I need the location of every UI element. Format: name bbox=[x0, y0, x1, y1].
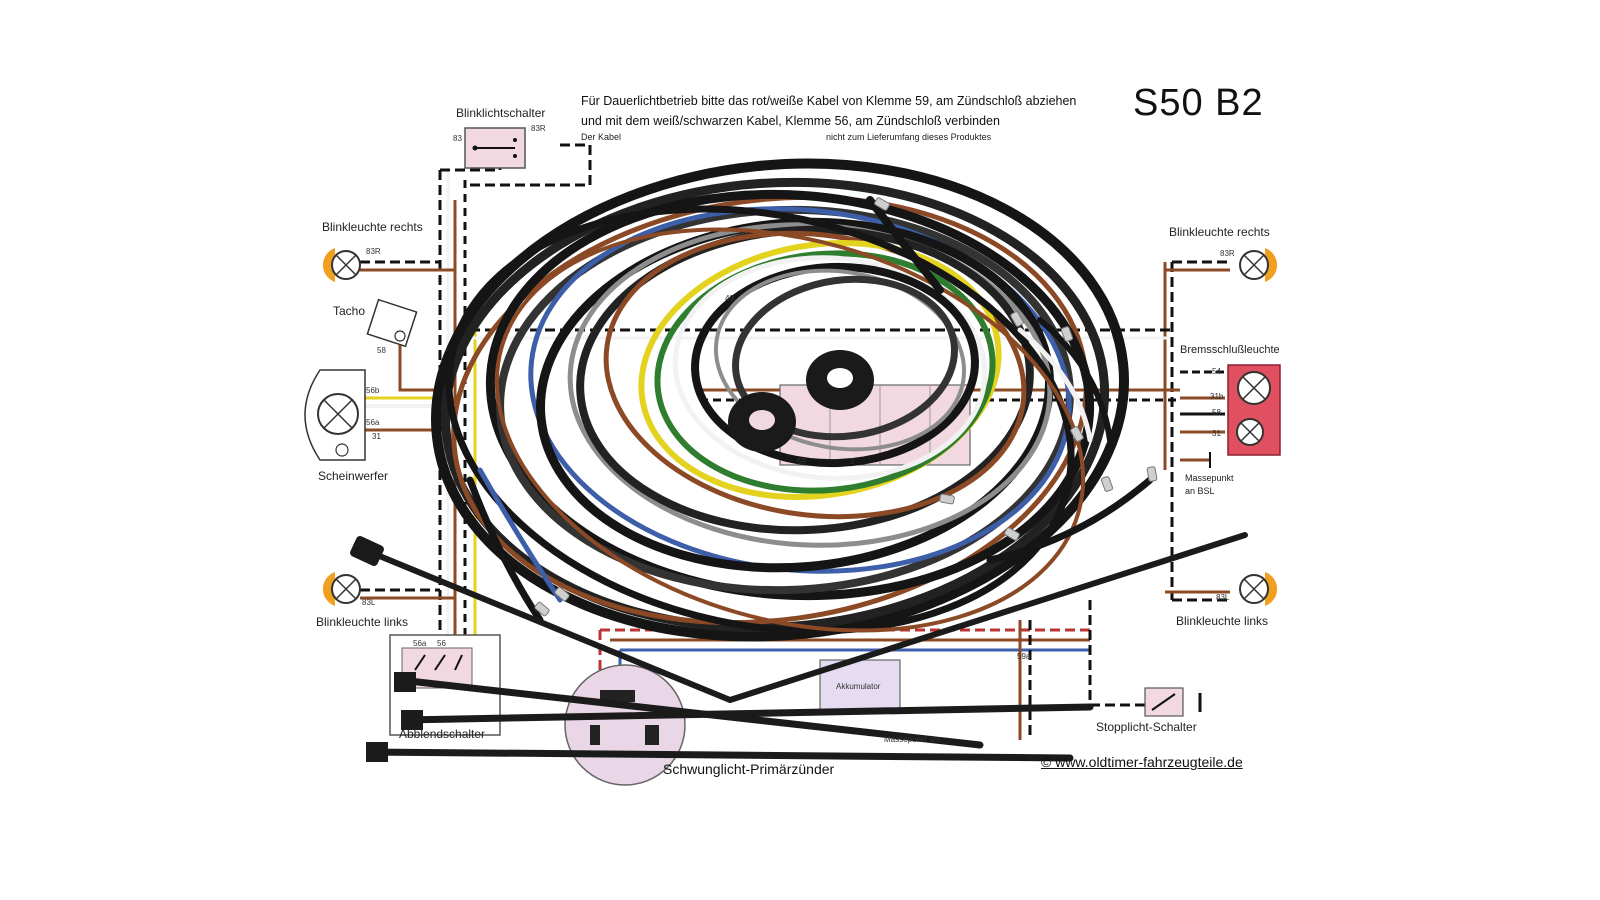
akkumulator-battery bbox=[819, 659, 901, 711]
label-akkumulator: Akkumulator bbox=[836, 682, 881, 691]
cable-ties bbox=[350, 532, 1248, 762]
blinklichtschalter-switch bbox=[464, 127, 526, 169]
label-blinkleuchte-links-left: Blinkleuchte links bbox=[316, 615, 409, 629]
label-blinkleuchte-rechts-right: Blinkleuchte rechts bbox=[1169, 225, 1270, 239]
label-massepunkt-bsl-1: Massepunkt bbox=[1185, 473, 1234, 483]
terminal-56b: 56b bbox=[366, 386, 380, 395]
terminal-56-abblend: 56 bbox=[437, 639, 446, 648]
terminal-83: 83 bbox=[453, 134, 462, 143]
label-schwunglicht: Schwunglicht-Primärzünder bbox=[663, 761, 835, 777]
terminal-83r-right: 83R bbox=[1220, 249, 1235, 258]
blinkleuchte-links-left-lamp bbox=[322, 572, 361, 606]
terminal-58-rear: 58 bbox=[1212, 408, 1221, 417]
blinkleuchte-rechts-left-lamp bbox=[322, 248, 361, 282]
rubber-grommets bbox=[728, 350, 874, 452]
terminal-31-head: 31 bbox=[372, 432, 381, 441]
terminal-59a: 59a bbox=[1017, 652, 1031, 661]
cable-harness-coil bbox=[431, 158, 1154, 642]
bremsschlussleuchte-lamp bbox=[1227, 364, 1281, 456]
terminal-83l-left: 83L bbox=[362, 598, 376, 607]
terminal-83l-right: 83L bbox=[1216, 593, 1230, 602]
note-line-3-right: nicht zum Lieferumfang dieses Produktes bbox=[826, 132, 992, 142]
terminal-83r-switch: 83R bbox=[531, 124, 546, 133]
terminal-56a-abblend: 56a bbox=[413, 639, 427, 648]
diagram-title: S50 B2 bbox=[1133, 82, 1264, 124]
label-blinkleuchte-rechts-left: Blinkleuchte rechts bbox=[322, 220, 423, 234]
terminal-2: 2 bbox=[850, 457, 855, 466]
terminal-56a: 56a bbox=[366, 418, 380, 427]
terminal-83r-left: 83R bbox=[366, 247, 381, 256]
blinkleuchte-rechts-right-lamp bbox=[1239, 248, 1278, 282]
cable-terminals bbox=[534, 197, 1158, 617]
website-url[interactable]: © www.oldtimer-fahrzeugteile.de bbox=[1041, 754, 1243, 770]
blinkleuchte-links-right-lamp bbox=[1239, 572, 1278, 606]
note-line-2: und mit dem weiß/schwarzen Kabel, Klemme… bbox=[581, 114, 1000, 128]
label-massepunkt-bsl-2: an BSL bbox=[1185, 486, 1215, 496]
stopplicht-schalter bbox=[1144, 687, 1202, 717]
terminal-59: 59 bbox=[797, 457, 806, 466]
label-scheinwerfer: Scheinwerfer bbox=[318, 469, 389, 483]
label-abblendschalter: Abblendschalter bbox=[399, 727, 486, 741]
label-stopplicht: Stopplicht-Schalter bbox=[1096, 720, 1197, 734]
note-line-3-left: Der Kabel bbox=[581, 132, 622, 142]
label-blinklichtschalter: Blinklichtschalter bbox=[456, 106, 546, 120]
label-bremsschlussleuchte: Bremsschlußleuchte bbox=[1180, 344, 1280, 356]
terminal-49: 49 bbox=[725, 294, 734, 303]
terminal-31-rear: 31 bbox=[1212, 429, 1221, 438]
scheinwerfer-headlamp bbox=[304, 369, 366, 461]
label-massepunkt-am: Massepunkt am bbox=[884, 735, 941, 744]
tacho-gauge bbox=[366, 298, 418, 348]
note-line-1: Für Dauerlichtbetrieb bitte das rot/weiß… bbox=[581, 94, 1077, 108]
label-blinkleuchte-links-right: Blinkleuchte links bbox=[1176, 614, 1269, 628]
label-tacho: Tacho bbox=[333, 304, 366, 318]
terminal-54: 54 bbox=[1212, 367, 1221, 376]
terminal-58-tacho: 58 bbox=[377, 346, 386, 355]
terminal-31b: 31b bbox=[1210, 392, 1224, 401]
